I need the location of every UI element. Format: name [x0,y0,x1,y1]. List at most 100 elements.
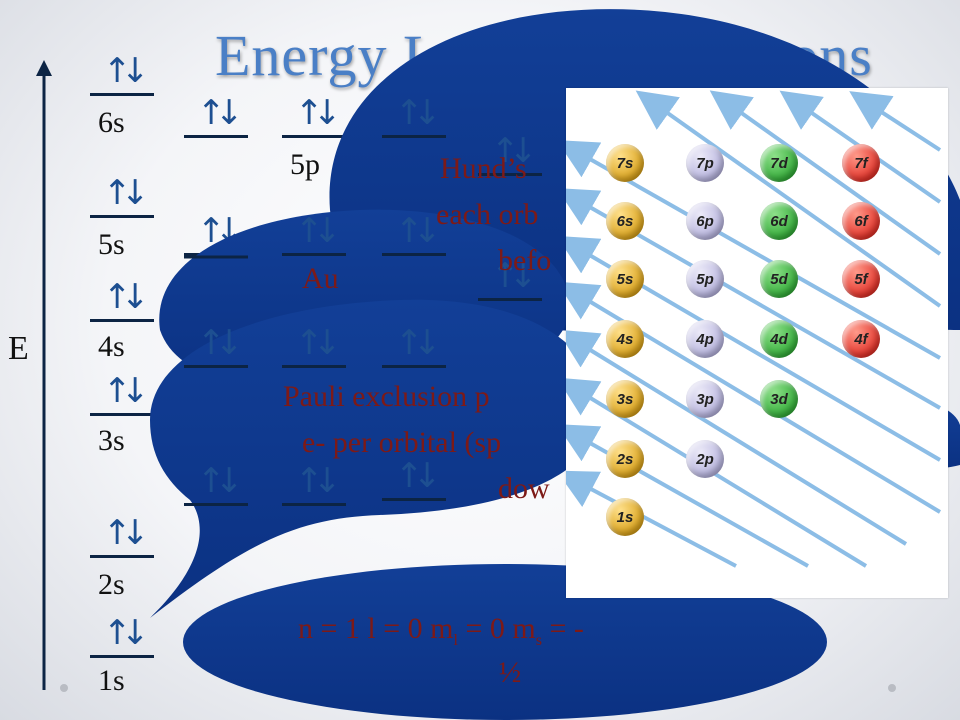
quantum-sub-s: s [535,632,542,649]
slide-dot-right [888,684,896,692]
slide-dot-left [60,684,68,692]
spin-up-arrow: ↑ [103,371,132,411]
level-label-3s: 3s [98,424,125,457]
spin-up-arrow: ↑ [395,456,424,496]
orbital-7s: 7s [606,144,644,182]
orbital-5p-1: ↑ ↓ [184,92,248,138]
orbital-5p-3: ↑ ↓ [382,92,446,138]
aufbau-text-line1: Au [302,262,339,295]
spin-down-arrow: ↓ [121,513,150,553]
orbital-3s: ↑ ↓ [90,370,154,416]
orbital-4p-2: ↑ ↓ [282,322,346,368]
quantum-text-part3: = - [541,612,584,645]
orbital-4d-4: ↑ ↓ [478,130,542,176]
orbital-4p-1: ↑ ↓ [184,322,248,368]
orbital-5s: 5s [606,260,644,298]
spin-down-arrow: ↓ [215,461,244,501]
hund-text-line3: befo [498,244,552,277]
pauli-text-line2: e- per orbital (sp [302,426,502,459]
orbital-5p-2: ↑ ↓ [282,92,346,138]
quantum-text-part2: = 0 m [457,612,536,645]
orbital-2s: ↑ ↓ [90,512,154,558]
orbital-5f: 5f [842,260,880,298]
spin-down-arrow: ↓ [313,323,342,363]
orbital-7p: 7p [686,144,724,182]
level-label-5p: 5p [290,148,320,181]
spin-down-arrow: ↓ [313,211,342,251]
orbital-6d: 6d [760,202,798,240]
aufbau-diagram: 7s 7p 7d 7f 6s 6p 6d 6f 5s 5p 5d 5f 4s 4… [566,88,948,598]
spin-down-arrow: ↓ [313,93,342,133]
spin-down-arrow: ↓ [413,323,442,363]
spin-up-arrow: ↑ [103,513,132,553]
spin-down-arrow: ↓ [413,93,442,133]
orbital-3s: 3s [606,380,644,418]
quantum-text-part1: n = 1 l = 0 m [298,612,454,645]
energy-axis-label: E [8,330,29,367]
orbital-3p-2: ↑ ↓ [282,460,346,506]
orbital-4s: 4s [606,320,644,358]
orbital-1s: ↑ ↓ [90,612,154,658]
orbital-3d: 3d [760,380,798,418]
pauli-text-line3: dow [498,472,550,505]
spin-up-arrow: ↑ [491,256,520,296]
spin-down-arrow: ↓ [509,131,538,171]
spin-up-arrow: ↑ [197,93,226,133]
spin-up-arrow: ↑ [295,461,324,501]
orbital-4p-3: ↑ ↓ [382,322,446,368]
orbital-4f: 4f [842,320,880,358]
orbital-4d: 4d [760,320,798,358]
orbital-4d-5: ↑ ↓ [478,255,542,301]
orbital-4d-2: ↑ ↓ [282,210,346,256]
spin-down-arrow: ↓ [215,323,244,363]
spin-up-arrow: ↑ [197,323,226,363]
spin-up-arrow: ↑ [395,211,424,251]
spin-up-arrow: ↑ [103,613,132,653]
spin-up-arrow: ↑ [295,323,324,363]
orbital-2p: 2p [686,440,724,478]
spin-down-arrow: ↓ [121,51,150,91]
spin-up-arrow: ↑ [103,173,132,213]
hund-text-line1: Hund’s [440,152,527,185]
quantum-sub-l: l [453,632,458,649]
level-label-5s: 5s [98,228,125,261]
orbital-6s: 6s [606,202,644,240]
spin-down-arrow: ↓ [413,211,442,251]
quantum-numbers-text: n = 1 l = 0 ml = 0 ms = - [298,612,738,650]
orbital-3p-1: ↑ ↓ [184,460,248,506]
pauli-text-line1: Pauli exclusion p [283,380,490,413]
orbital-4s: ↑ ↓ [90,276,154,322]
level-label-4s: 4s [98,330,125,363]
orbital-5d: 5d [760,260,798,298]
spin-up-arrow: ↑ [103,51,132,91]
spin-down-arrow: ↓ [121,277,150,317]
spin-up-arrow: ↑ [103,277,132,317]
spin-up-arrow: ↑ [197,461,226,501]
orbital-3p: 3p [686,380,724,418]
spin-down-arrow: ↓ [313,461,342,501]
spin-down-arrow: ↓ [121,371,150,411]
hund-text-line2: each orb [436,198,539,231]
orbital-1s: 1s [606,498,644,536]
orbital-7f: 7f [842,144,880,182]
spin-up-arrow: ↑ [395,93,424,133]
spin-up-arrow: ↑ [295,93,324,133]
orbital-3p-3: ↑ ↓ [382,455,446,501]
level-label-2s: 2s [98,568,125,601]
orbital-4p: 4p [686,320,724,358]
spin-up-arrow: ↑ [491,131,520,171]
pauli-bubble [150,299,601,618]
quantum-text-line2: ½ [498,656,522,689]
level-label-6s: 6s [98,106,125,139]
spin-down-arrow: ↓ [121,173,150,213]
orbital-5s: ↑ ↓ [90,172,154,218]
orbital-5p: 5p [686,260,724,298]
spin-down-arrow: ↓ [121,613,150,653]
spin-down-arrow: ↓ [413,456,442,496]
spin-down-arrow: ↓ [509,256,538,296]
orbital-6p: 6p [686,202,724,240]
spin-up-arrow: ↑ [395,323,424,363]
orbital-4d-3: ↑ ↓ [382,210,446,256]
orbital-2s: 2s [606,440,644,478]
